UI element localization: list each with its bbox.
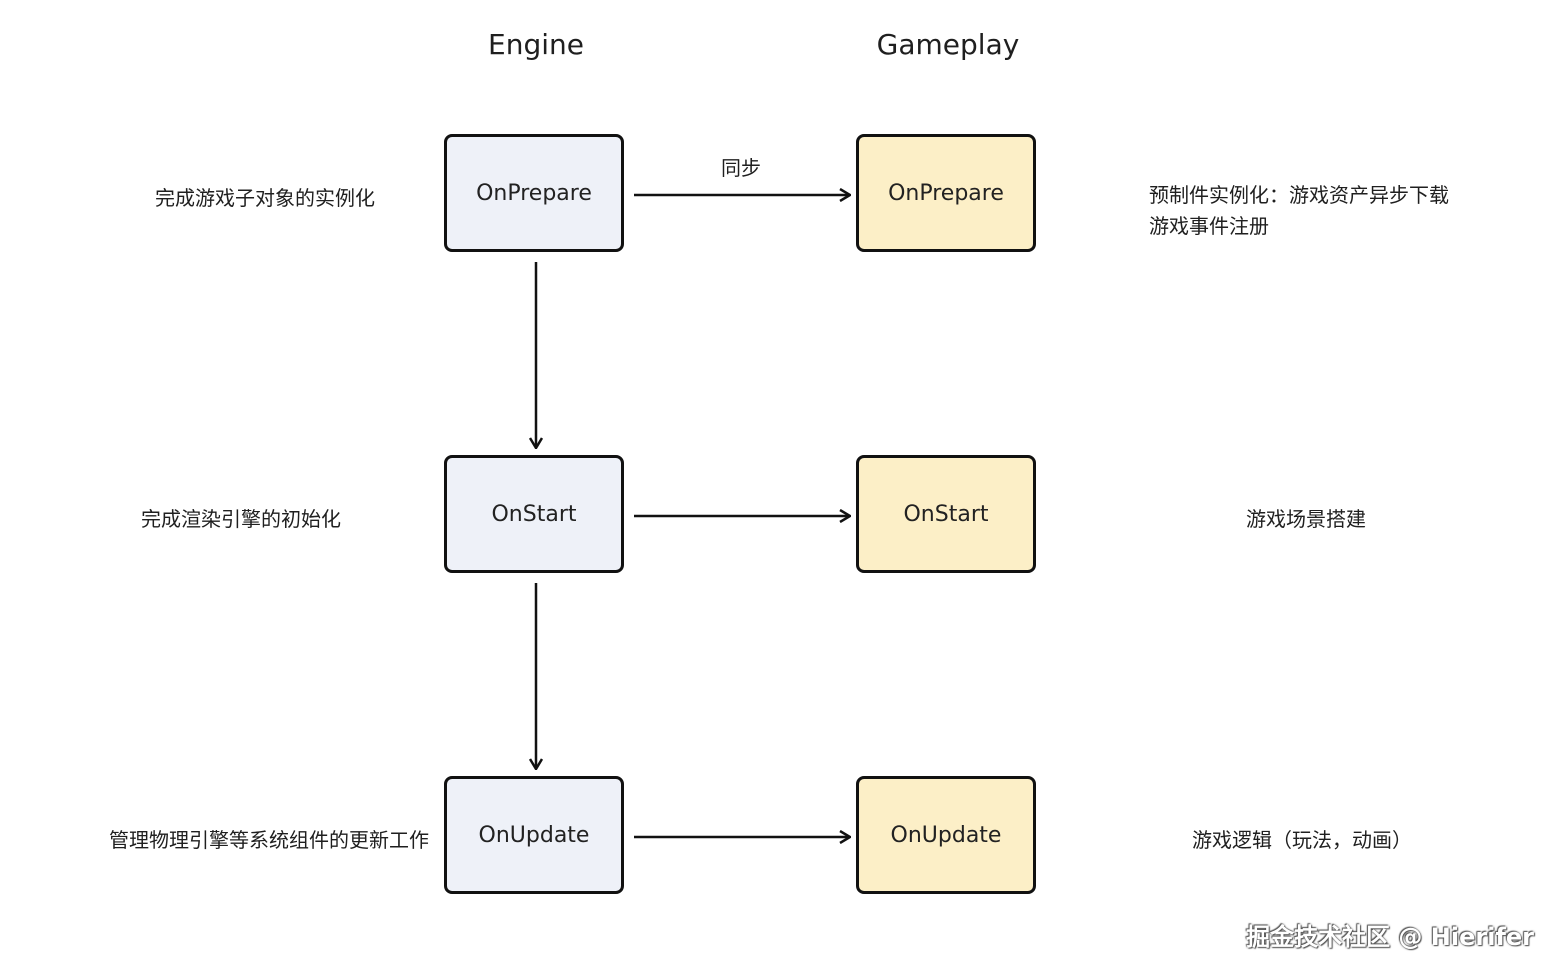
engine-onupdate-node: OnUpdate <box>444 776 624 894</box>
gameplay-prepare-note-line2: 游戏事件注册 <box>1149 214 1269 238</box>
watermark: 掘金技术社区 @ Hierifer <box>1246 923 1534 951</box>
gameplay-onprepare-node: OnPrepare <box>856 134 1036 252</box>
engine-column-title: Engine <box>488 28 584 61</box>
engine-onstart-node: OnStart <box>444 455 624 573</box>
engine-update-note: 管理物理引擎等系统组件的更新工作 <box>109 828 429 852</box>
sync-label: 同步 <box>721 156 761 180</box>
engine-prepare-note: 完成游戏子对象的实例化 <box>155 186 375 210</box>
gameplay-onstart-node: OnStart <box>856 455 1036 573</box>
engine-onprepare-node: OnPrepare <box>444 134 624 252</box>
gameplay-prepare-note-line1: 预制件实例化：游戏资产异步下载 <box>1149 183 1449 207</box>
gameplay-onupdate-node: OnUpdate <box>856 776 1036 894</box>
gameplay-prepare-note: 预制件实例化：游戏资产异步下载 游戏事件注册 <box>1149 180 1449 242</box>
gameplay-update-note: 游戏逻辑（玩法，动画） <box>1192 828 1412 852</box>
gameplay-start-note: 游戏场景搭建 <box>1246 507 1366 531</box>
engine-start-note: 完成渲染引擎的初始化 <box>141 507 341 531</box>
gameplay-column-title: Gameplay <box>876 28 1020 61</box>
